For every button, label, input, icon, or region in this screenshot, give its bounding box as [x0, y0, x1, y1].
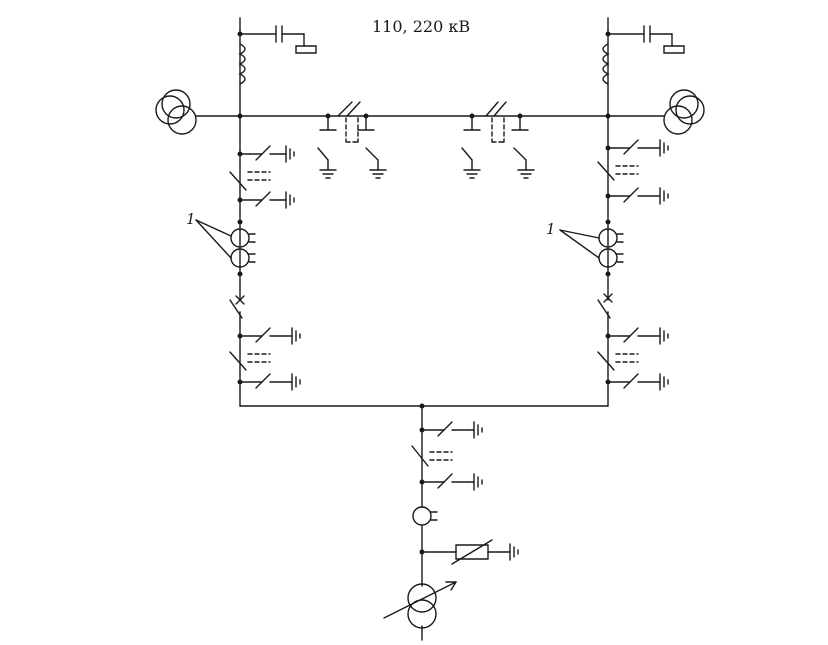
center-disconnector [412, 421, 483, 491]
surge-arrester [422, 540, 519, 564]
coupling-capacitor-left [240, 26, 316, 53]
center-current-transformer [413, 507, 437, 525]
line-trap-left [240, 44, 245, 84]
current-transformer-right [560, 229, 623, 267]
right-upper-disconnector [598, 139, 669, 205]
junction-dots [237, 31, 611, 555]
right-breaker-cross [604, 294, 612, 302]
left-upper-disconnector [230, 145, 295, 209]
current-transformer-left [196, 220, 255, 267]
bus-disconnector-left [318, 102, 387, 179]
bus-disconnector-right [462, 102, 535, 179]
transformer-left [156, 90, 196, 134]
left-breaker-cross [236, 296, 244, 304]
ct-marker-right: 1 [546, 220, 556, 238]
voltage-label: 110, 220 кВ [372, 17, 470, 36]
left-lower-disconnector [230, 300, 301, 391]
regulating-transformer [384, 582, 456, 628]
transformer-right [664, 90, 704, 134]
right-lower-disconnector [598, 300, 669, 391]
ct-marker-left: 1 [186, 210, 196, 228]
line-trap-right [603, 44, 608, 84]
coupling-capacitor-right [608, 26, 684, 53]
